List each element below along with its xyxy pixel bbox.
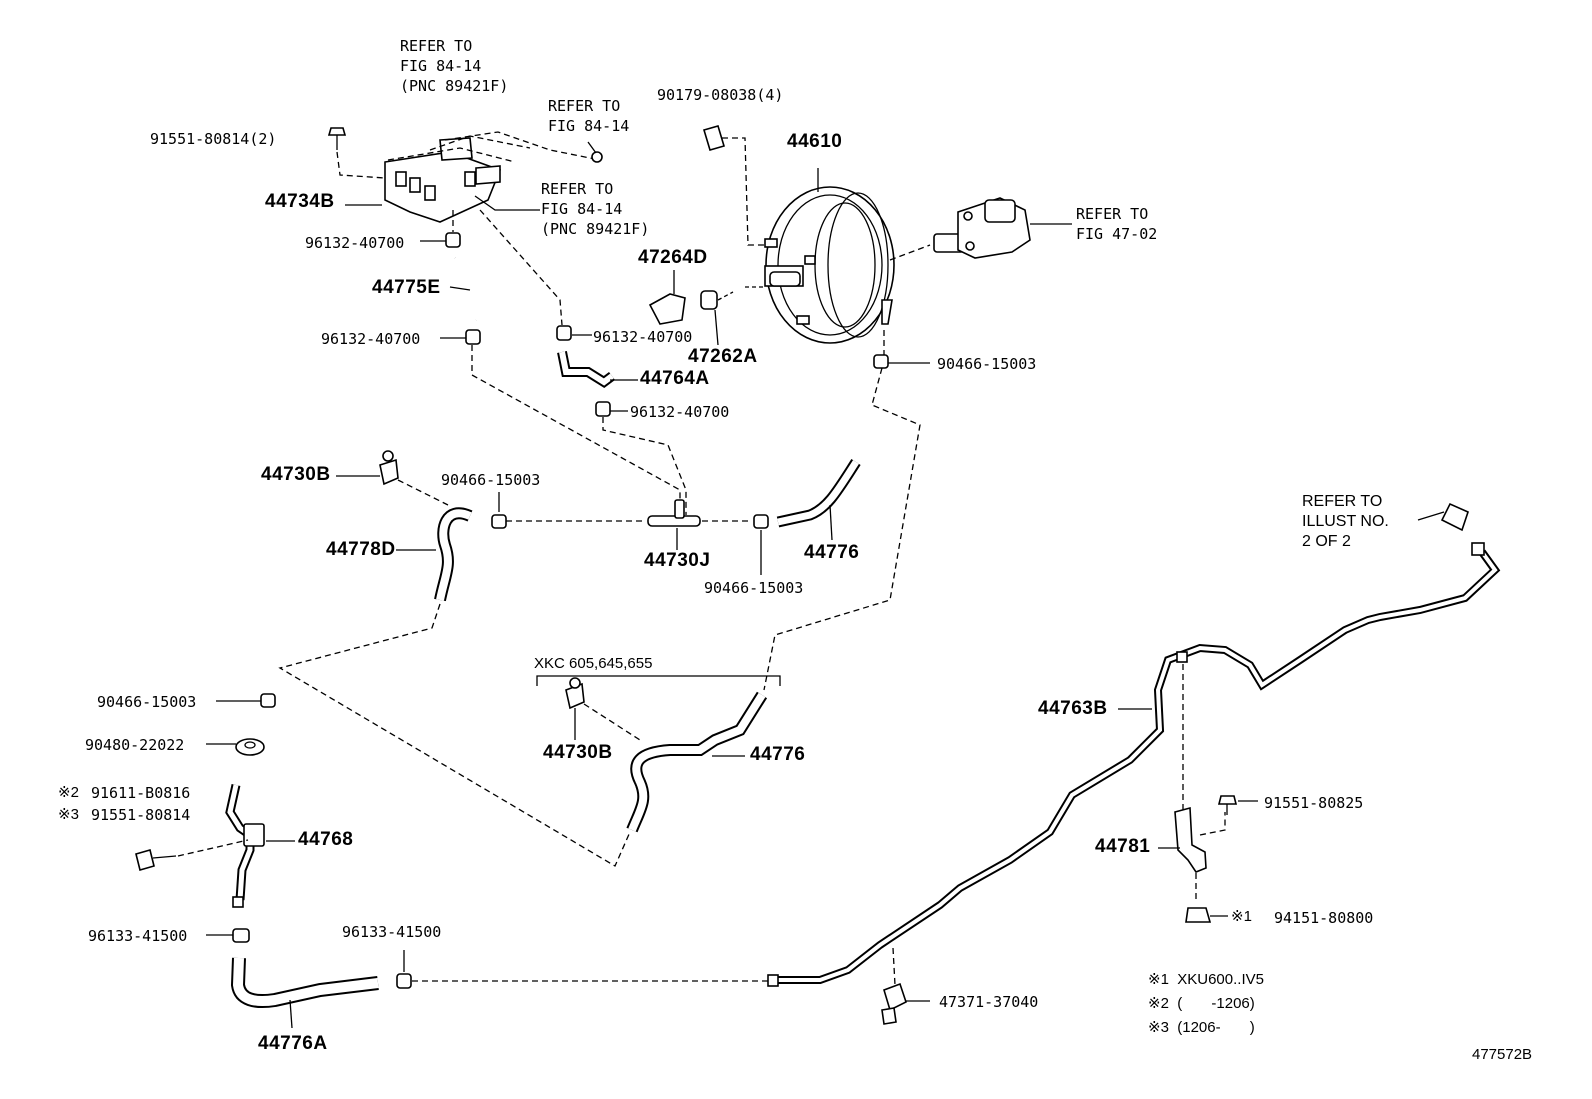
clamp-90466-15003-b [491, 492, 646, 529]
part-44734b: 44734B [265, 191, 335, 212]
tee-joint-44730j [647, 499, 752, 550]
hose-44764a [557, 351, 638, 389]
pipe-44768 [225, 784, 295, 908]
mark-1: ※1 [1231, 908, 1252, 925]
mark-2: ※2 [58, 784, 79, 801]
bolt-91551-80825 [1217, 795, 1258, 815]
part-96132-40700-c: 96132-40700 [593, 328, 693, 346]
refer-illust-2of2: REFER TO ILLUST NO. 2 OF 2 [1302, 493, 1389, 550]
part-47264d: 47264D [638, 247, 708, 268]
part-90466-15003-c: 90466-15003 [704, 579, 804, 597]
refer-fig84-14-pnc-mid: REFER TO FIG 84-14 (PNC 89421F) [541, 180, 650, 238]
diagram-id: 477572B [1472, 1046, 1533, 1063]
part-91551-80814-b: 91551-80814 [91, 806, 191, 824]
part-44781: 44781 [1095, 836, 1151, 857]
part-44763b: 44763B [1038, 698, 1108, 719]
part-91611-b0816: 91611-B0816 [91, 784, 191, 802]
part-90466-15003-b: 90466-15003 [441, 471, 541, 489]
nut-90179-08038 [703, 125, 765, 246]
brake-booster-44610 [745, 168, 895, 344]
clip-44730b-a [336, 450, 449, 506]
refer-fig47-02: REFER TO FIG 47-02 [1076, 205, 1158, 243]
part-44730b-b: 44730B [543, 742, 613, 763]
part-44768: 44768 [298, 829, 354, 850]
clip-47371-37040 [881, 947, 930, 1025]
clamp-96132-40700-c [556, 325, 592, 341]
part-96133-41500-a: 96133-41500 [88, 927, 188, 945]
pipe-end-illust-ref [1417, 502, 1469, 532]
part-44776-b: 44776 [750, 744, 806, 765]
note-2: ※2 ( -1206) [1148, 995, 1255, 1012]
nut-94151-80800 [1185, 907, 1228, 923]
mark-3: ※3 [58, 806, 79, 823]
part-91551-80825: 91551-80825 [1264, 794, 1364, 812]
part-90466-15003-d: 90466-15003 [97, 693, 197, 711]
part-47371-37040: 47371-37040 [939, 993, 1039, 1011]
part-96132-40700-d: 96132-40700 [630, 403, 730, 421]
xkc-note: XKC 605,645,655 [534, 655, 653, 672]
grommet-90480-22022 [206, 738, 265, 756]
hose-44776a [230, 957, 379, 1029]
refer-fig84-14: REFER TO FIG 84-14 [548, 97, 630, 135]
xkc-bracket [536, 675, 781, 686]
clamp-96133-41500-a [206, 928, 250, 943]
clamp-96133-41500-b [396, 950, 770, 989]
pipe-44763b [767, 542, 1501, 987]
part-96132-40700-b: 96132-40700 [321, 330, 421, 348]
bolt-91551-80814-2 [327, 127, 386, 179]
clamp-90466-15003-a [763, 330, 930, 691]
master-cylinder [889, 197, 1072, 261]
part-44730j: 44730J [644, 550, 711, 571]
hose-44775e [449, 257, 482, 321]
part-44775e: 44775E [372, 277, 441, 298]
bracket-47264d [648, 270, 686, 325]
part-44610: 44610 [787, 131, 843, 152]
clip-44730b-b [565, 677, 641, 741]
part-44776-a: 44776 [804, 542, 860, 563]
part-44730b-a: 44730B [261, 464, 331, 485]
hose-44776-a [776, 459, 861, 541]
part-96133-41500-b: 96133-41500 [342, 923, 442, 941]
refer-fig84-14-pnc-top: REFER TO FIG 84-14 (PNC 89421F) [400, 37, 509, 95]
part-47262a: 47262A [688, 346, 758, 367]
bracket-44781 [1158, 806, 1226, 902]
part-44778d: 44778D [326, 539, 396, 560]
note-1: ※1 XKU600..IV5 [1148, 971, 1264, 988]
part-96132-40700-a: 96132-40700 [305, 234, 405, 252]
clamp-90466-15003-c [753, 514, 769, 575]
hose-44776-b [626, 691, 768, 833]
part-90480-22022: 90480-22022 [85, 736, 185, 754]
part-44776a: 44776A [258, 1033, 328, 1054]
note-3: ※3 (1206- ) [1148, 1019, 1255, 1036]
part-44764a: 44764A [640, 368, 710, 389]
hose-44778d [278, 507, 631, 867]
bolt-91611-b0816 [135, 839, 249, 871]
nut-small-top [587, 141, 603, 163]
part-94151-80800: 94151-80800 [1274, 909, 1374, 927]
bracket-44734b [384, 131, 601, 223]
clamp-96132-40700-a [420, 210, 461, 248]
clamp-96132-40700-d [595, 401, 687, 515]
part-91551-80814-2: 91551-80814(2) [150, 130, 277, 148]
part-90179-08038-4: 90179-08038(4) [657, 86, 784, 104]
bushing-47262a [700, 290, 734, 346]
part-90466-15003-a: 90466-15003 [937, 355, 1037, 373]
clamp-90466-15003-d [216, 693, 276, 708]
